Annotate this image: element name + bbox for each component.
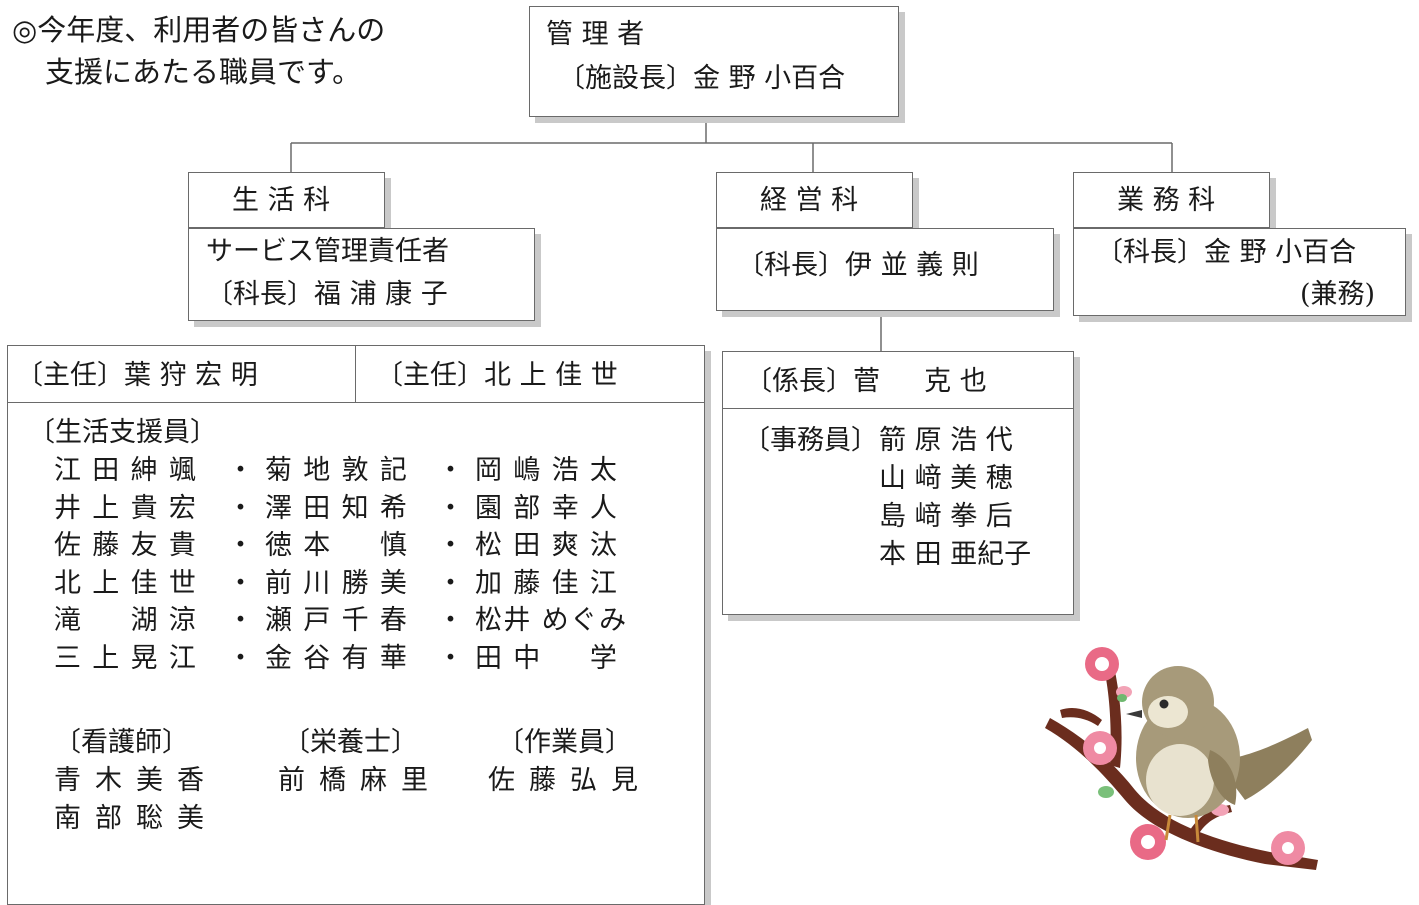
- admin-name: 〔施設長〕金 野 小百合: [558, 63, 846, 94]
- worker: 佐 藤 弘 見: [488, 765, 641, 796]
- staff-name: 園 部 幸 人: [475, 492, 619, 524]
- staff-name: 江 田 紳 颯: [54, 455, 198, 486]
- biz-chief-box: 〔科長〕金 野 小百合 (兼務): [1073, 228, 1406, 316]
- staff-name: 北 上 佳 世: [54, 567, 198, 599]
- separator-dot: ・: [437, 455, 464, 486]
- mgmt-clerk-1: 箭 原 浩 代: [879, 425, 1013, 456]
- bird: [1126, 666, 1312, 843]
- separator-dot: ・: [437, 530, 464, 561]
- life-leader-1: 〔主任〕葉 狩 宏 明: [16, 360, 258, 391]
- mgmt-clerk-3: 島 﨑 拳 后: [879, 501, 1013, 532]
- mgmt-subchief: 〔係長〕菅 克 也: [745, 366, 987, 397]
- biz-dept-title: 業 務 科: [1117, 185, 1216, 216]
- separator-dot: ・: [437, 492, 464, 524]
- nutritionist: 前 橋 麻 里: [278, 765, 431, 796]
- org-connector-lines: [290, 117, 1173, 351]
- staff-name: 田 中 学: [475, 642, 619, 674]
- staff-name: 佐 藤 友 貴: [54, 530, 198, 561]
- biz-note: (兼務): [1300, 279, 1376, 310]
- staff-name: 滝 湖 涼: [54, 605, 198, 636]
- staff-name: 井 上 貴 宏: [54, 492, 198, 524]
- staff-name: 岡 嶋 浩 太: [475, 455, 619, 486]
- life-role: サービス管理責任者: [206, 236, 449, 267]
- nutrition-label: 〔栄養士〕: [283, 727, 418, 758]
- life-dept-box: 生 活 科: [188, 172, 385, 228]
- separator-dot: ・: [227, 642, 254, 674]
- leader-row-divider: [8, 402, 704, 403]
- staff-name: 加 藤 佳 江: [475, 567, 619, 599]
- staff-name: 菊 地 敦 記: [265, 455, 409, 486]
- mgmt-clerk-4: 本 田 亜紀子: [879, 539, 1032, 570]
- mgmt-clerk-2: 山 﨑 美 穂: [879, 463, 1013, 494]
- separator-dot: ・: [437, 642, 464, 674]
- mgmt-chief: 〔科長〕伊 並 義 則: [737, 250, 979, 281]
- mgmt-clerk-label: 〔事務員〕: [743, 425, 878, 456]
- mgmt-chief-box: 〔科長〕伊 並 義 則: [716, 228, 1054, 311]
- separator-dot: ・: [227, 530, 254, 561]
- separator-dot: ・: [437, 605, 464, 636]
- staff-name: 瀬 戸 千 春: [265, 605, 409, 636]
- life-dept-title: 生 活 科: [232, 185, 331, 216]
- mgmt-dept-box: 経 営 科: [716, 172, 913, 228]
- biz-chief: 〔科長〕金 野 小百合: [1096, 237, 1357, 268]
- intro-line-1: ◎今年度、利用者の皆さんの: [12, 13, 386, 47]
- nurse-label: 〔看護師〕: [54, 727, 189, 758]
- separator-dot: ・: [227, 455, 254, 486]
- separator-dot: ・: [227, 567, 254, 599]
- life-leader-2: 〔主任〕北 上 佳 世: [376, 360, 618, 391]
- life-staff-box: 〔主任〕葉 狩 宏 明 〔主任〕北 上 佳 世 〔生活支援員〕 江 田 紳 颯・…: [7, 345, 705, 905]
- staff-name: 前 川 勝 美: [265, 567, 409, 599]
- separator-dot: ・: [437, 567, 464, 599]
- staff-name: 澤 田 知 希: [265, 492, 409, 524]
- staff-name: 三 上 晃 江: [54, 642, 198, 674]
- plum-blossoms: [1083, 647, 1305, 865]
- admin-title: 管 理 者: [546, 19, 645, 50]
- mgmt-staff-box: 〔係長〕菅 克 也 〔事務員〕 箭 原 浩 代 山 﨑 美 穂 島 﨑 拳 后 …: [722, 351, 1074, 615]
- life-staff-label: 〔生活支援員〕: [28, 417, 217, 448]
- worker-label: 〔作業員〕: [497, 727, 632, 758]
- staff-name: 松 田 爽 汰: [475, 530, 619, 561]
- intro-line-2: 支援にあたる職員です。: [45, 55, 362, 89]
- separator-dot: ・: [227, 605, 254, 636]
- leader-col-divider: [355, 346, 356, 402]
- admin-box: 管 理 者 〔施設長〕金 野 小百合: [529, 6, 899, 117]
- nurse-1: 青 木 美 香: [54, 765, 207, 796]
- bird-illustration: [1045, 647, 1318, 870]
- mgmt-staff-divider: [723, 408, 1073, 409]
- mgmt-dept-title: 経 営 科: [760, 185, 859, 216]
- staff-name: 徳 本 慎: [265, 530, 409, 561]
- staff-name: 金 谷 有 華: [265, 642, 409, 674]
- nurse-2: 南 部 聡 美: [54, 803, 207, 834]
- life-chief-box: サービス管理責任者 〔科長〕福 浦 康 子: [188, 228, 535, 321]
- life-chief: 〔科長〕福 浦 康 子: [206, 279, 448, 310]
- biz-dept-box: 業 務 科: [1073, 172, 1270, 228]
- separator-dot: ・: [227, 492, 254, 524]
- staff-name: 松井 めぐみ: [475, 605, 628, 636]
